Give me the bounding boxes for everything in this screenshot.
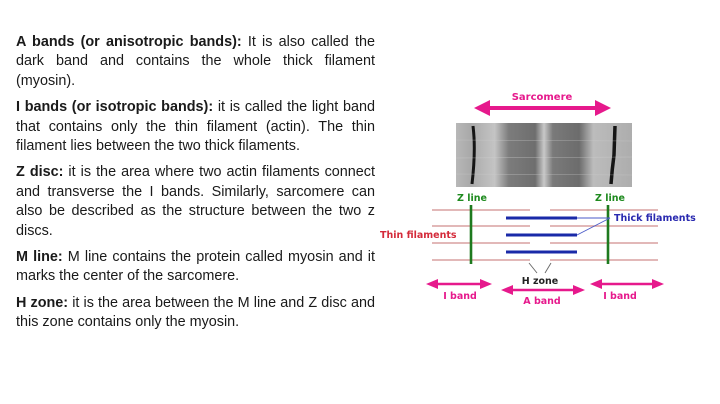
- term-a-bands: A bands (or anisotropic bands):: [16, 34, 242, 50]
- definition-a-bands: It is also called the dark band and cont…: [16, 34, 376, 89]
- thin-filaments: [432, 209, 658, 261]
- definition-z-disc: it is the area where two actin filaments…: [16, 164, 375, 239]
- thick-filaments: [506, 216, 577, 254]
- z-line-left-label: Z line: [457, 193, 487, 204]
- thin-filaments-label: Thin filaments: [380, 230, 457, 241]
- term-h-zone: H zone:: [16, 294, 69, 311]
- definition-h-zone: it is the area between the M line and Z …: [16, 294, 375, 331]
- sarcomere-arrow: [474, 100, 611, 116]
- paragraph-h-zone: H zone: it is the area between the M lin…: [16, 294, 375, 333]
- term-z-disc: Z disc:: [16, 164, 64, 181]
- definition-i-bands: it is called the light band that contain…: [16, 99, 375, 155]
- h-zone-pointer: [528, 262, 552, 274]
- i-band-left-arrow: [426, 279, 492, 289]
- z-line-right-label: Z line: [595, 193, 625, 204]
- term-i-bands: I bands (or isotropic bands):: [16, 99, 214, 116]
- term-m-line: M line:: [16, 249, 63, 266]
- i-band-right-arrow: [590, 279, 664, 289]
- a-band-label: A band: [523, 296, 560, 307]
- definition-m-line: M line contains the protein called myosi…: [16, 249, 375, 285]
- sarcomere-diagram: Sarcomere Z line Z line: [370, 80, 710, 320]
- thick-filaments-label: Thick filaments: [614, 213, 696, 224]
- thick-filaments-pointer: [576, 217, 611, 236]
- z-lines: [469, 205, 610, 264]
- a-band-arrow: [501, 285, 585, 295]
- sarcomere-label: Sarcomere: [512, 92, 573, 103]
- micrograph-image: [455, 123, 633, 187]
- paragraph-i-bands: I bands (or isotropic bands): it is call…: [16, 98, 375, 156]
- paragraph-a-bands: A bands (or anisotropic bands): It is al…: [16, 33, 375, 91]
- i-band-left-label: I band: [443, 291, 477, 302]
- paragraph-m-line: M line: M line contains the protein call…: [16, 248, 375, 287]
- h-zone-label: H zone: [522, 276, 559, 287]
- i-band-right-label: I band: [603, 291, 637, 302]
- text-column: A bands (or anisotropic bands): It is al…: [16, 33, 375, 340]
- paragraph-z-disc: Z disc: it is the area where two actin f…: [16, 163, 375, 241]
